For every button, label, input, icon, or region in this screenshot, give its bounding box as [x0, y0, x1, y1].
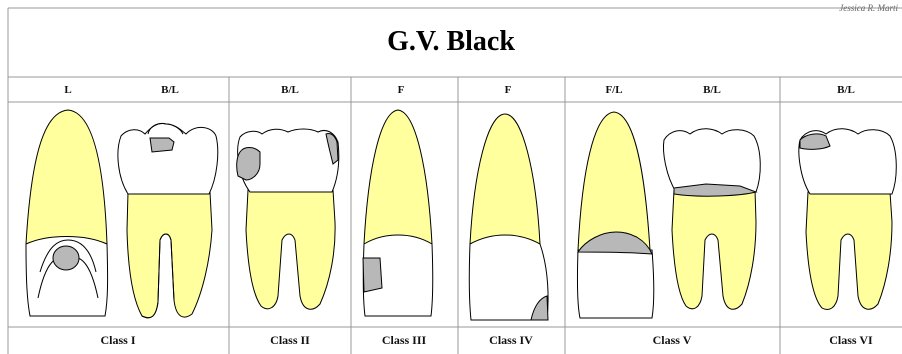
class-label: Class IV [489, 333, 533, 348]
view-label: B/L [281, 84, 299, 96]
view-label: B/L [703, 84, 721, 96]
tooth-class-3-incisor [363, 110, 433, 316]
class-1-occlusal-cavity [150, 138, 174, 152]
tooth-class-6-molar [799, 129, 896, 310]
class-label: Class II [270, 333, 310, 348]
author-credit: Jessica R. Marti [839, 3, 898, 13]
class-label: Class VI [829, 333, 872, 348]
view-label: L [64, 84, 71, 96]
tooth-class-1-molar [118, 123, 218, 317]
tooth-class-4-incisor [469, 114, 548, 320]
view-label: B/L [161, 84, 179, 96]
class-2-proximal-cavity [237, 148, 260, 181]
tooth-class-5-incisor [577, 112, 653, 318]
tooth-class-2-molar [237, 129, 339, 309]
view-label: F [505, 84, 512, 96]
view-label: F [398, 84, 405, 96]
class-label: Class V [653, 333, 692, 348]
view-label: B/L [837, 84, 855, 96]
view-label: F/L [605, 84, 622, 96]
class-3-proximal-cavity [363, 258, 382, 292]
class-6-cusp-cavity [800, 134, 830, 149]
class-label: Class III [382, 333, 426, 348]
class-label: Class I [100, 333, 135, 348]
page-title: G.V. Black [0, 26, 902, 58]
tooth-class-1-incisor [26, 110, 108, 316]
tooth-class-5-molar [664, 129, 761, 310]
class-1-cavity [53, 246, 79, 270]
